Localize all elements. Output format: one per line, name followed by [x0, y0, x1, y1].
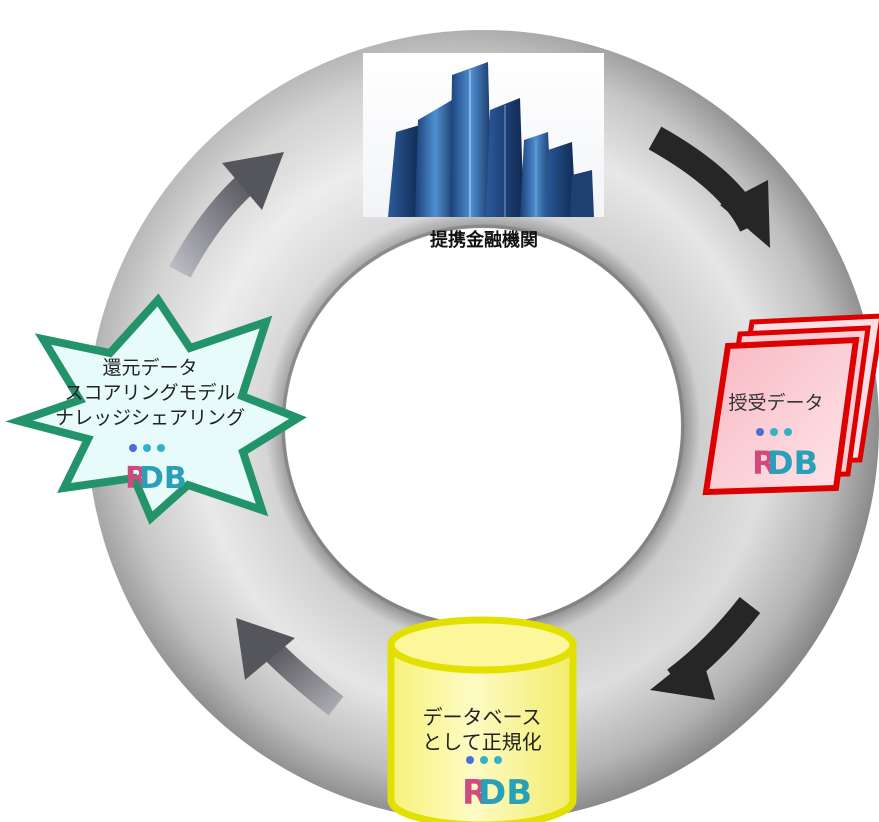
arrow-feedback-to-bank [169, 152, 284, 278]
feedback-line-1: 還元データ [102, 357, 198, 379]
cycle-ring [87, 30, 879, 822]
building-photo [363, 53, 604, 217]
arrow-exchange-to-database [650, 596, 761, 700]
feedback-label: 還元データ スコアリングモデル ナレッジシェアリング [12, 356, 288, 431]
database-line-1: データベース [422, 705, 542, 729]
arrow-database-to-feedback [236, 618, 344, 716]
bank-label: 提携金融機関 [430, 230, 538, 251]
exchange-label: 授受データ [728, 392, 824, 414]
cylinder-database-icon [387, 616, 577, 822]
svg-text:DB: DB [478, 773, 532, 813]
svg-text:R: R [752, 444, 777, 482]
svg-text:R: R [125, 461, 148, 496]
arrow-bank-to-exchange [648, 126, 770, 248]
svg-text:R: R [462, 773, 488, 813]
rdb-logo-icon: R DB [462, 756, 532, 813]
rdb-logo-icon: R DB [125, 444, 187, 496]
feedback-line-2: スコアリングモデル [64, 381, 236, 404]
star-badge-icon [5, 293, 307, 525]
svg-text:DB: DB [767, 444, 818, 482]
database-label: データベース として正規化 [392, 705, 572, 755]
database-line-2: として正規化 [422, 730, 542, 754]
feedback-line-3: ナレッジシェアリング [54, 406, 245, 429]
svg-text:DB: DB [139, 461, 187, 496]
rdb-logo-icon: R DB [752, 428, 818, 482]
document-stack-icon [702, 313, 879, 496]
